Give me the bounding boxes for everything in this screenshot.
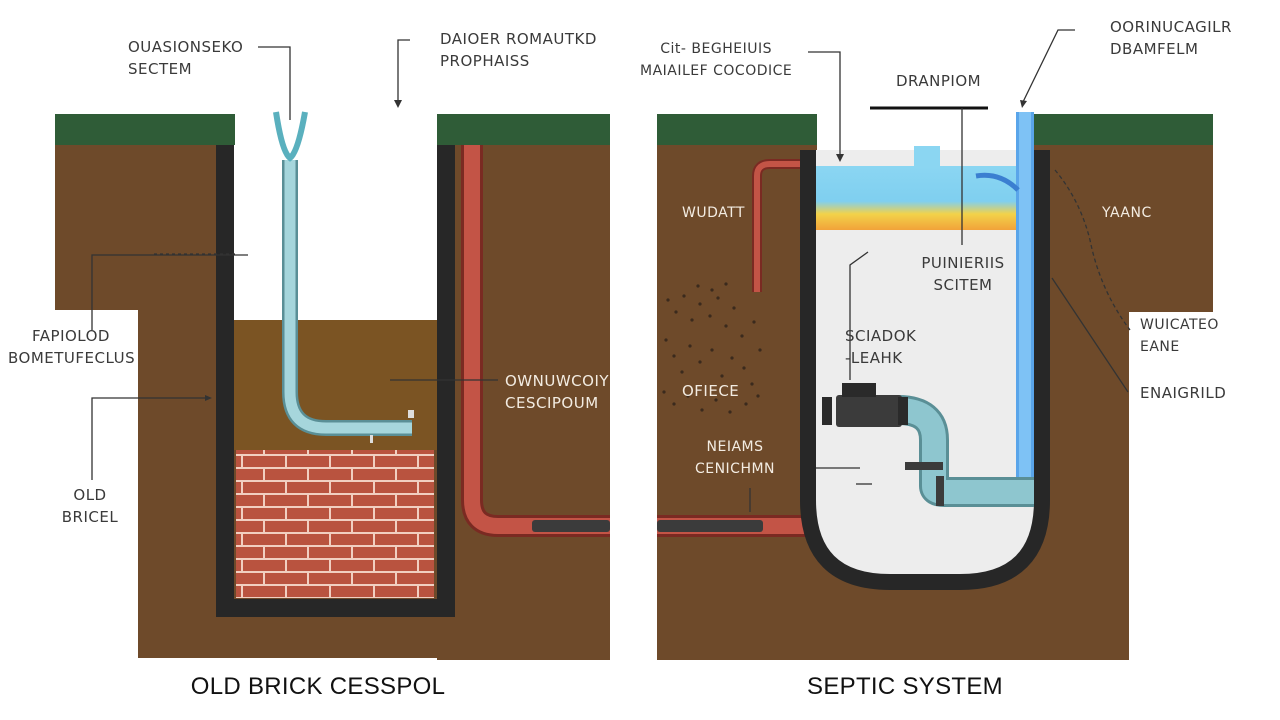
grass-strip [55, 114, 235, 145]
label-old-brick: OLD BRICEL [40, 484, 140, 528]
valve-body [836, 395, 902, 427]
label-line: PROPHAISS [440, 52, 530, 70]
soil-right-step [1129, 140, 1213, 312]
gravel-area [662, 282, 762, 414]
pipe-joint [936, 476, 944, 506]
label-line: SCIADOK [845, 327, 917, 345]
label-right-top-left: Cit- BEGHEIUIS MAIAILEF COCODICE [640, 38, 792, 82]
label-line: CESCIPOUM [505, 394, 599, 412]
caption-septic: SEPTIC SYSTEM [807, 673, 1003, 700]
pipe-band [657, 520, 763, 532]
label-nehams: NEIAMS CENICHMN [680, 436, 790, 480]
leader-lines [749, 29, 1131, 512]
marker [408, 410, 414, 418]
label-line: OLD [73, 486, 107, 504]
label-line: PUINIERIIS [921, 254, 1005, 272]
label-right-top-right: OORINUCAGILR DBAMFELM [1110, 16, 1232, 60]
label-wudatt: WUDATT [682, 205, 745, 221]
arrow-head [836, 154, 844, 162]
label-scadok: SCIADOK -LEAHK [845, 325, 916, 369]
label-line: -LEAHK [845, 349, 903, 367]
label-left-right: OWNUWCOIY CESCIPOUM [505, 370, 609, 414]
arrow-head [205, 395, 212, 401]
label-wuicate: WUICATEO EANE [1140, 314, 1219, 358]
septic-panel [657, 29, 1213, 660]
label-line: EANE [1140, 339, 1180, 355]
inlet-pipe-red [754, 161, 800, 292]
cesspool-panel [55, 39, 610, 660]
septic-tank-fill [808, 150, 1042, 582]
valve-cap [842, 383, 876, 397]
grass-strip [1034, 114, 1213, 145]
outlet-pipe-red [464, 145, 610, 534]
label-yaanc: YAANC [1102, 205, 1152, 221]
label-line: DBAMFELM [1110, 40, 1199, 58]
pit-open [234, 145, 437, 320]
grass-strip [657, 114, 817, 145]
tank-cap [914, 146, 940, 168]
label-line: OUASIONSEKO [128, 38, 244, 56]
label-line: BOMETUFECLUS [8, 349, 136, 367]
label-left-side: FAPIOLOD BOMETUFECLUS [8, 325, 136, 369]
label-line: OWNUWCOIY [505, 372, 610, 390]
label-line: DAIOER ROMAUTKD [440, 30, 597, 48]
arrow-head [1020, 100, 1027, 108]
label-left-top: OUASIONSEKO SECTEM [128, 36, 243, 80]
grass-strip [437, 114, 610, 145]
caption-cesspool: OLD BRICK CESSPOL [190, 673, 446, 700]
pit-wall [216, 145, 455, 617]
vent-pipe-blue [1019, 112, 1031, 478]
water-scum-layer [808, 166, 1042, 230]
label-ofiece: OFIECE [682, 382, 740, 400]
arrow-head [394, 100, 402, 108]
valve-flange [898, 397, 908, 425]
label-line: CENICHMN [694, 461, 776, 477]
label-pumps: PUINIERIIS SCITEM [908, 252, 1018, 296]
label-drainpom: DRANPIOM [896, 72, 982, 90]
label-line: Cit- BEGHEIUIS [660, 41, 772, 57]
label-line: WUICATEO [1140, 317, 1219, 333]
label-line: SECTEM [128, 60, 193, 78]
pipe-band [532, 520, 610, 532]
label-line: OORINUCAGILR [1110, 18, 1232, 36]
label-left-top-center: DAIOER ROMAUTKD PROPHAISS [440, 28, 597, 72]
soil-left [55, 140, 235, 310]
label-line: FAPIOLOD [32, 327, 110, 345]
vent-hook [975, 172, 1020, 192]
label-line: NEIAMS [706, 439, 764, 455]
pipe-joint [905, 462, 943, 470]
leader-lines [91, 39, 498, 480]
label-line: BRICEL [61, 508, 119, 526]
septic-tank-wall [800, 150, 1050, 590]
label-enaigrild: ENAIGRILD [1140, 384, 1227, 402]
marker [370, 435, 373, 443]
inlet-pipe [284, 160, 412, 434]
brick-lining [236, 450, 434, 598]
valve-flange [822, 397, 832, 425]
label-line: MAIAILEF COCODICE [640, 63, 793, 79]
label-line: SCITEM [933, 276, 993, 294]
inlet-funnel [273, 111, 308, 162]
